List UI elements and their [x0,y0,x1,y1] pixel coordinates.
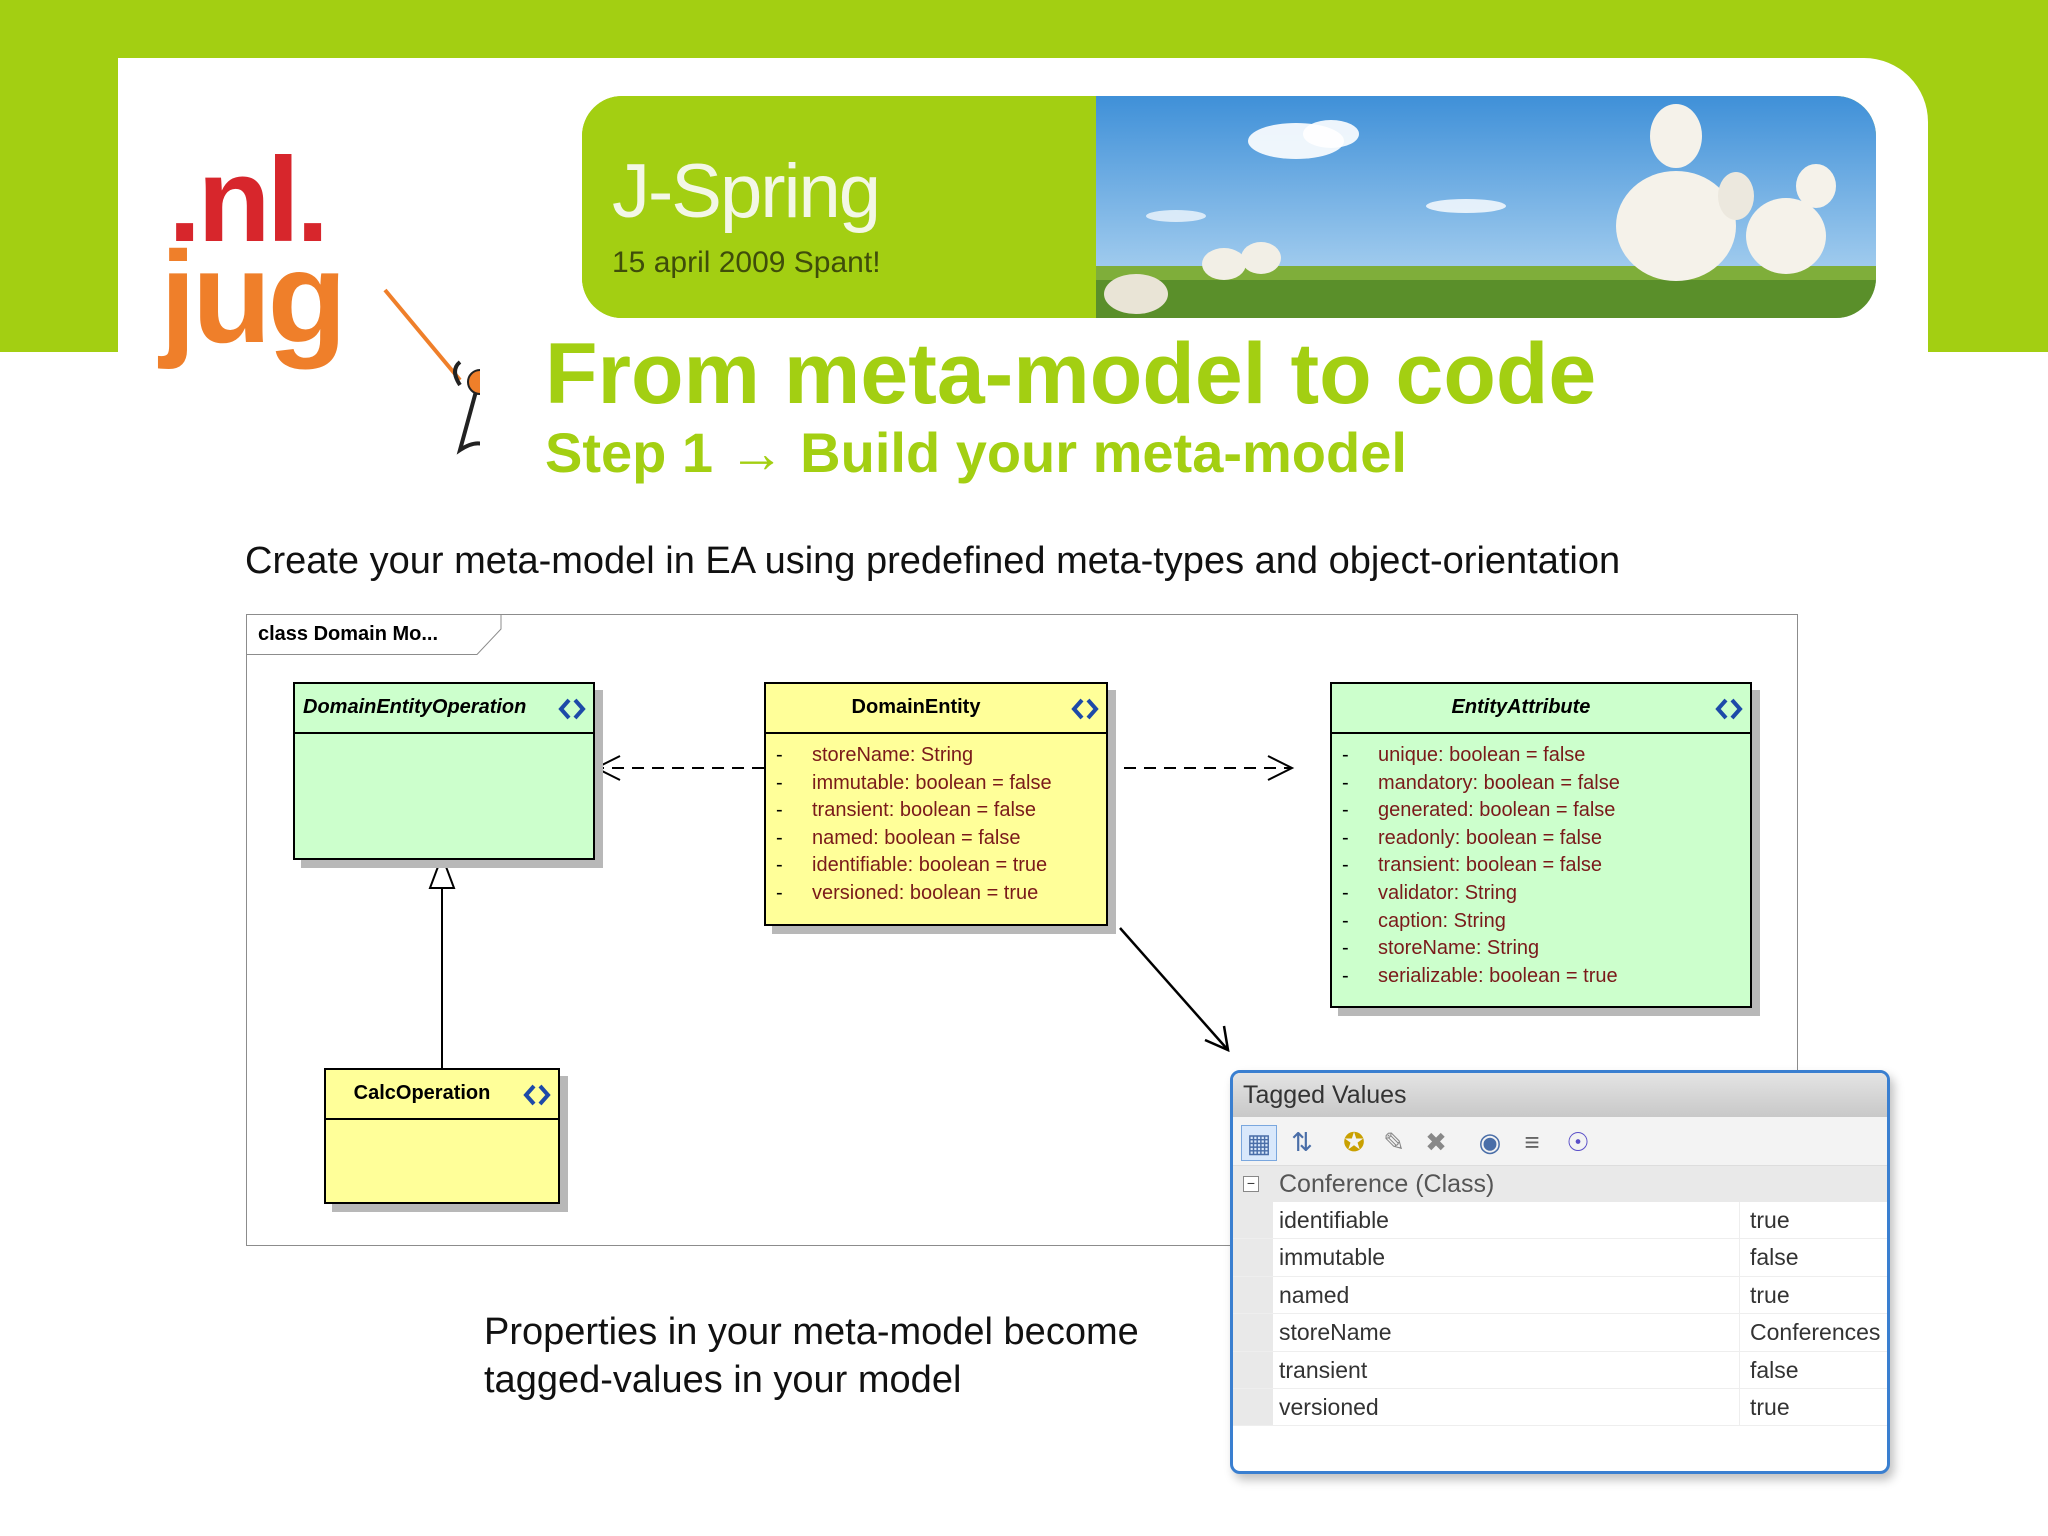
footer-line-2: tagged-values in your model [484,1359,962,1401]
duke-mascot-icon [383,288,480,455]
new-tag-icon[interactable]: ✪ [1343,1127,1365,1157]
logo-nl: .nl. [168,133,329,267]
class-name: DomainEntityOperation [303,696,527,718]
attribute: -generated: boolean = false [1342,799,1616,822]
slide-title: From meta-model to code [545,326,1597,422]
class-header: DomainEntityOperation [295,684,593,734]
tag-icon[interactable]: ◉ [1478,1127,1502,1157]
element-icon [558,698,586,720]
banner-date: 15 april 2009 Spant! [612,246,881,279]
attribute: -validator: String [1342,881,1517,904]
class-name: DomainEntity [851,696,981,718]
element-icon [1715,698,1743,720]
class-header: DomainEntity [766,684,1106,734]
edit-tag-icon[interactable]: ✎ [1383,1127,1405,1157]
class-header: CalcOperation [326,1070,558,1120]
class-header: EntityAttribute [1332,684,1750,734]
tagged-values-toolbar: ▦ ⇅ ✪ ✎ ✖ ◉ ≡ ☉ [1233,1117,1887,1166]
class-name: EntityAttribute [1451,696,1591,718]
intro-text: Create your meta-model in EA using prede… [245,540,1621,582]
class-calc-operation[interactable]: CalcOperation [324,1068,560,1204]
attribute: -serializable: boolean = true [1342,964,1618,987]
attribute: -storeName: String [776,744,974,766]
sort-alphabetical-icon[interactable]: ⇅ [1291,1127,1313,1157]
class-domain-entity-operation[interactable]: DomainEntityOperation [293,682,595,860]
group-label: Conference (Class) [1279,1170,1495,1198]
attribute-list: -unique: boolean = false -mandatory: boo… [1332,734,1750,992]
categorized-view-icon[interactable]: ▦ [1241,1125,1277,1161]
attribute-list: -storeName: String -immutable: boolean =… [766,734,1106,910]
attribute: -unique: boolean = false [1342,744,1586,766]
attribute: -identifiable: boolean = true [776,854,1048,877]
tagged-values-title: Tagged Values [1233,1073,1887,1117]
lambs-photo-illustration [1096,96,1876,318]
footer-line-1: Properties in your meta-model become [484,1311,1139,1353]
attribute: -storeName: String [1342,937,1540,960]
attribute: -transient: boolean = false [1342,854,1603,877]
footer-text: Properties in your meta-model become tag… [484,1308,1139,1404]
banner-photo [1096,96,1876,318]
attribute: -versioned: boolean = true [776,881,1039,904]
attribute: -transient: boolean = false [776,799,1037,822]
collapse-icon[interactable]: − [1243,1176,1259,1192]
attribute: -readonly: boolean = false [1342,826,1603,849]
event-banner: J-Spring 15 april 2009 Spant! [582,96,1876,318]
delete-icon[interactable]: ✖ [1425,1127,1447,1157]
help-icon[interactable]: ☉ [1566,1127,1590,1157]
list-options-icon[interactable]: ≡ [1524,1127,1540,1157]
frame-tab-outline [247,615,502,655]
slide-subtitle: Step 1 → Build your meta-model [545,421,1407,484]
attribute: -mandatory: boolean = false [1342,771,1620,794]
attribute: -named: boolean = false [776,826,1021,849]
tagged-values-window: Tagged Values ▦ ⇅ ✪ ✎ ✖ ◉ ≡ ☉ − Conferen… [1230,1070,1890,1474]
class-name: CalcOperation [353,1082,491,1104]
tagged-values-group[interactable]: − Conference (Class) [1233,1166,1887,1202]
element-icon [523,1084,551,1106]
attribute: -immutable: boolean = false [776,771,1052,794]
frame-label: class Domain Mo... [258,623,439,645]
class-domain-entity[interactable]: DomainEntity -storeName: String -immutab… [764,682,1108,926]
logo-jug: jug [160,224,347,370]
banner-text-area: J-Spring 15 april 2009 Spant! [582,96,1096,318]
element-icon [1071,698,1099,720]
attribute: -caption: String [1342,909,1506,932]
banner-title: J-Spring [612,149,881,234]
nljug-logo: .nl. jug [160,140,480,470]
class-entity-attribute[interactable]: EntityAttribute -unique: boolean = false… [1330,682,1752,1008]
